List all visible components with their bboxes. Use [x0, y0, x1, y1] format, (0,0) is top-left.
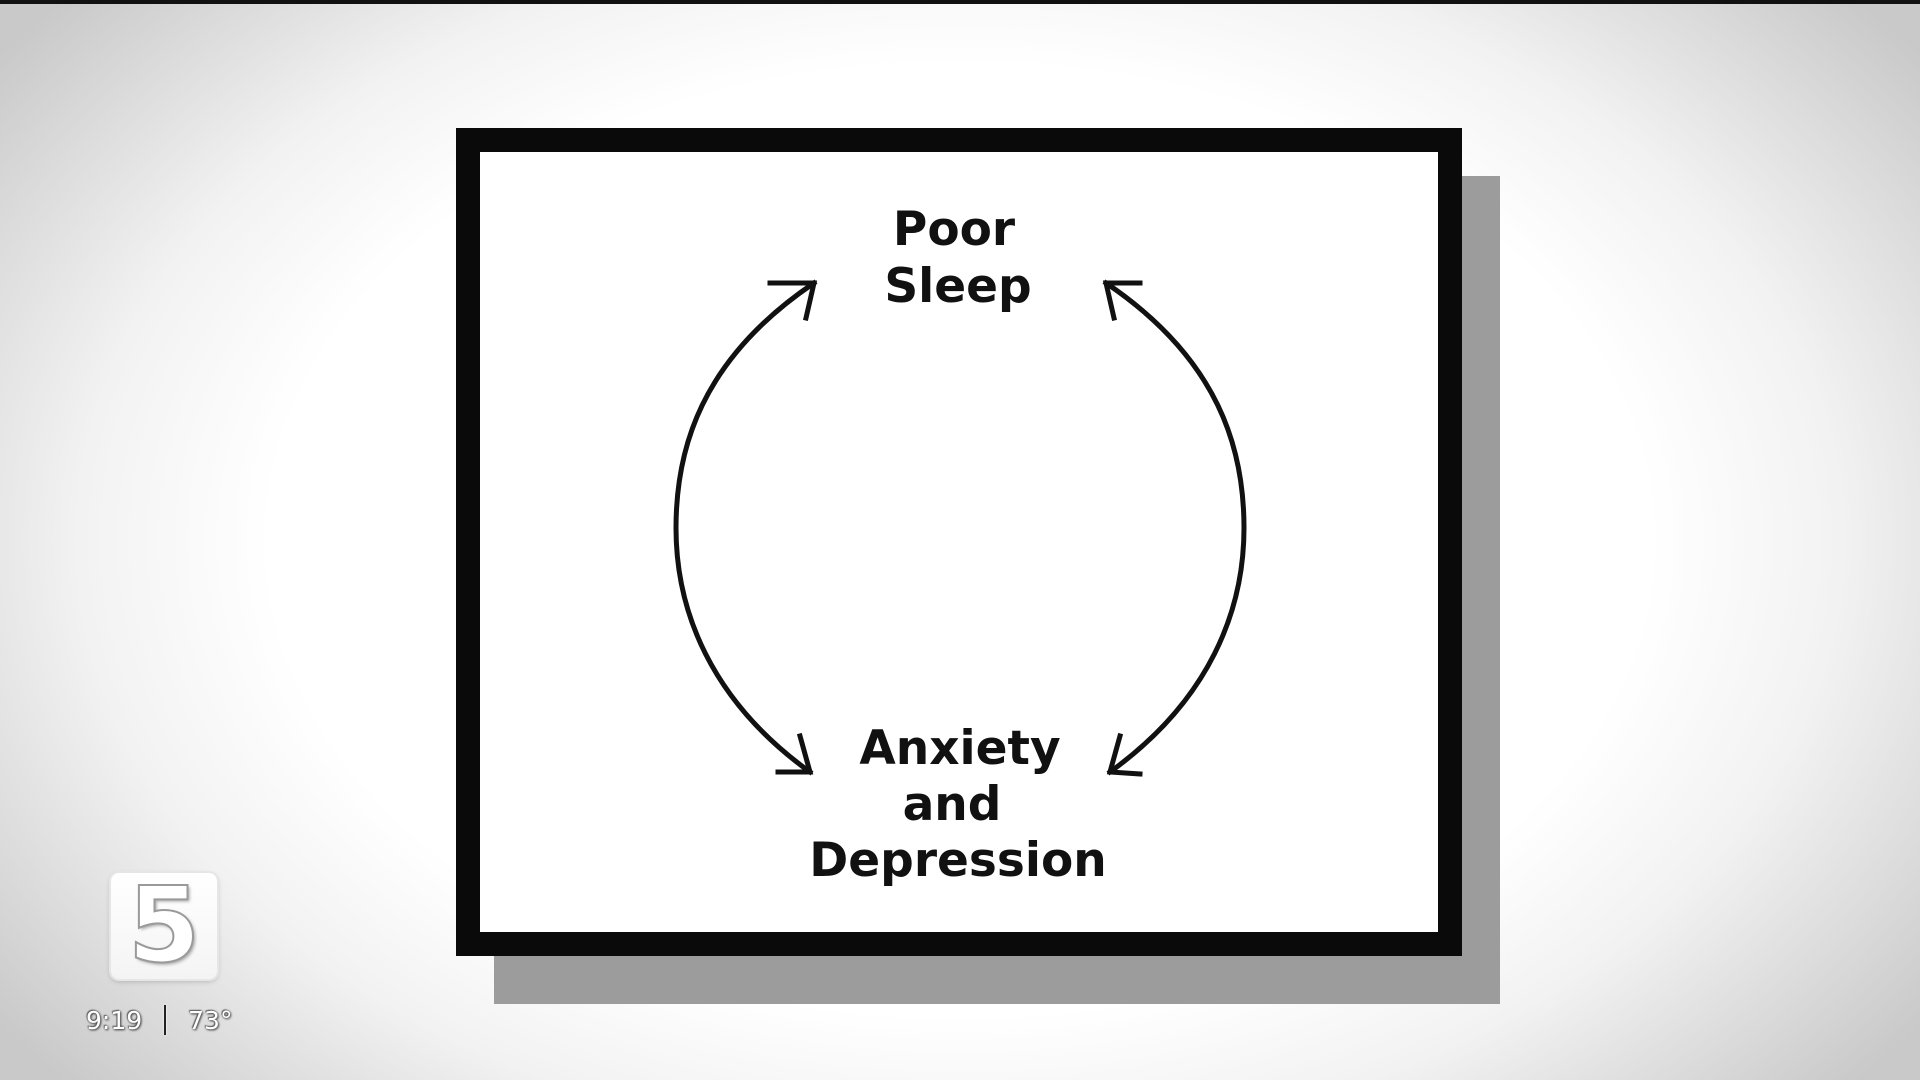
right-arrow-arc — [1102, 279, 1247, 776]
left-arrow-arc — [673, 279, 818, 776]
channel-number: 5 — [127, 873, 201, 979]
current-time: 9:19 — [86, 1005, 143, 1035]
left-double-arrow — [673, 279, 818, 776]
diagram-frame — [456, 128, 1462, 956]
bottom-node-line-3: Depression — [809, 833, 1106, 888]
left-arrow-head-bottom — [775, 732, 814, 775]
ticker-divider — [164, 1005, 167, 1035]
top-node-line-1: Poor — [893, 202, 1016, 257]
top-letterbox-bar — [0, 0, 1920, 4]
left-arrow-head-top — [767, 280, 818, 321]
right-double-arrow — [1102, 279, 1247, 777]
channel-5-logo: 5 — [111, 873, 217, 979]
right-arrow-head-bottom — [1106, 732, 1143, 777]
bottom-node-line-1: Anxiety — [859, 721, 1060, 776]
top-node-line-2: Sleep — [884, 259, 1031, 314]
right-arrow-head-top — [1102, 280, 1143, 321]
bottom-node-line-2: and — [903, 777, 1002, 832]
time-weather-ticker: 9:19 73° — [86, 1004, 232, 1036]
current-temperature: 73° — [188, 1005, 233, 1035]
